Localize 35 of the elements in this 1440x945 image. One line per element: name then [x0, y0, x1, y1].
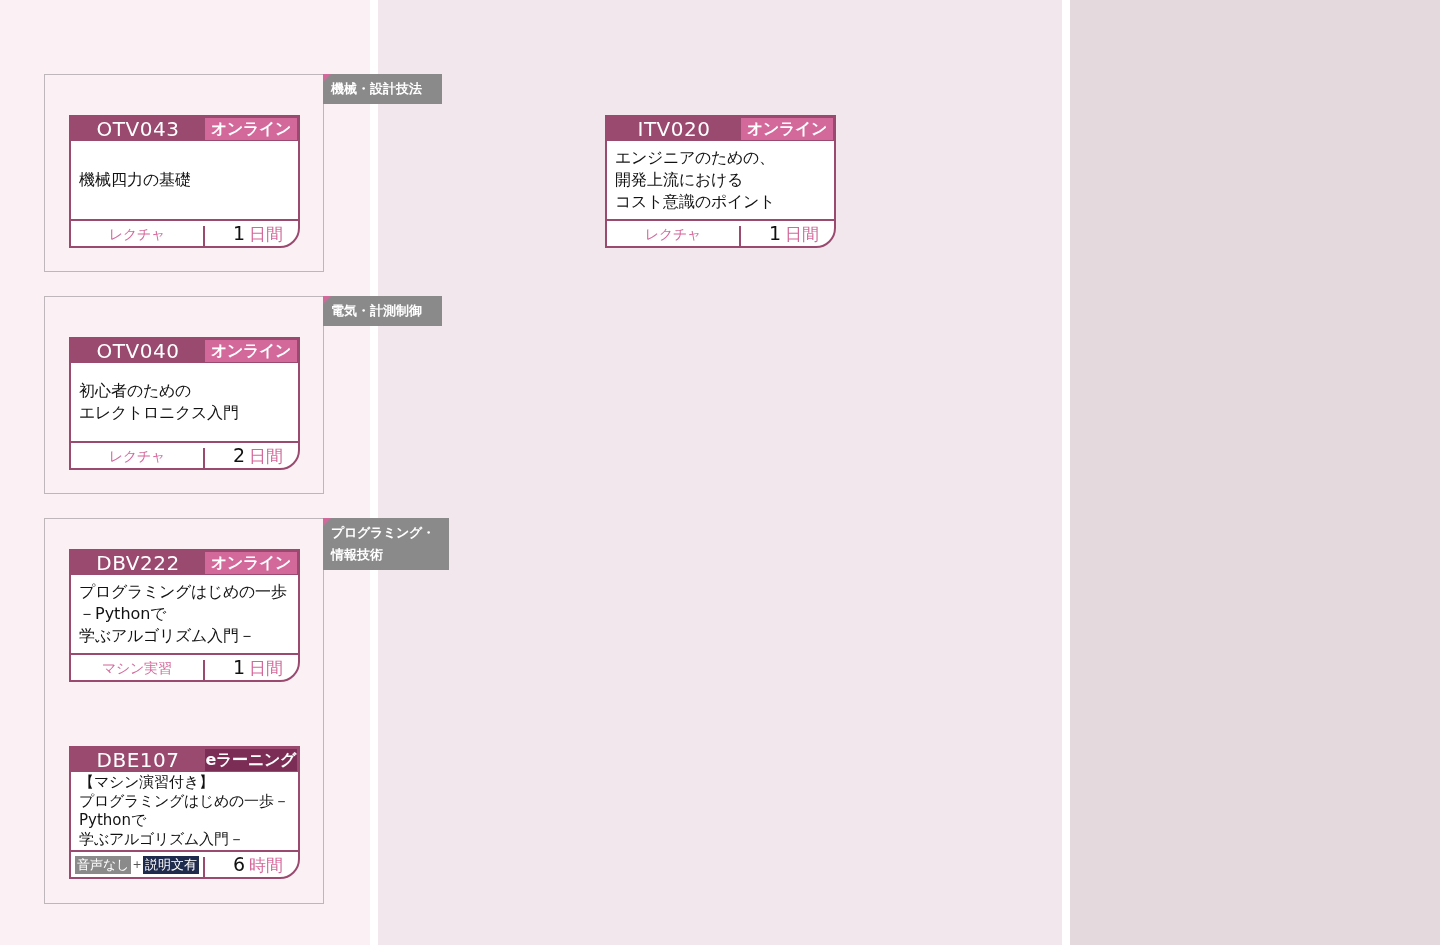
tag-badge: 音声なし	[75, 855, 132, 874]
course-card	[69, 746, 300, 879]
course-title: 機械四力の基礎	[79, 169, 191, 191]
course-title: エンジニアのための、開発上流におけるコスト意識のポイント	[615, 147, 776, 213]
course-card	[69, 337, 300, 470]
duration-number: 1	[768, 221, 781, 246]
duration-unit: 日間	[249, 223, 283, 246]
category-label: 機械・設計技法	[331, 80, 423, 98]
course-format: レクチャ	[109, 446, 165, 466]
delivery-mode-badge: オンライン	[205, 552, 297, 574]
course-format: レクチャ	[645, 224, 701, 244]
duration-number: 1	[232, 221, 245, 246]
course-format: レクチャ	[109, 224, 165, 244]
duration-number: 6	[232, 852, 245, 877]
course-card	[69, 115, 300, 248]
duration-unit: 日間	[249, 657, 283, 680]
tag-badge: 説明文有	[142, 855, 199, 874]
plus-sign: +	[131, 856, 143, 873]
duration-unit: 日間	[785, 223, 819, 246]
duration-unit: 時間	[249, 854, 283, 877]
duration-number: 1	[232, 655, 245, 680]
course-title: プログラミングはじめの一歩－Pythonで学ぶアルゴリズム入門－	[79, 581, 288, 647]
delivery-mode-badge: オンライン	[205, 118, 297, 140]
course-card	[69, 549, 300, 682]
category-label: プログラミング・情報技術	[331, 524, 436, 564]
course-card	[605, 115, 836, 248]
category-label: 電気・計測制御	[331, 302, 423, 320]
duration-number: 2	[232, 443, 245, 468]
delivery-mode-badge: オンライン	[741, 118, 833, 140]
delivery-mode-badge: eラーニング	[205, 749, 297, 771]
duration-unit: 日間	[249, 445, 283, 468]
course-title: 【マシン演習付き】プログラミングはじめの一歩－Pythonで学ぶアルゴリズム入門－	[79, 773, 290, 849]
course-format: マシン実習	[102, 658, 172, 678]
delivery-mode-badge: オンライン	[205, 340, 297, 362]
course-title: 初心者のためのエレクトロニクス入門	[79, 380, 240, 424]
